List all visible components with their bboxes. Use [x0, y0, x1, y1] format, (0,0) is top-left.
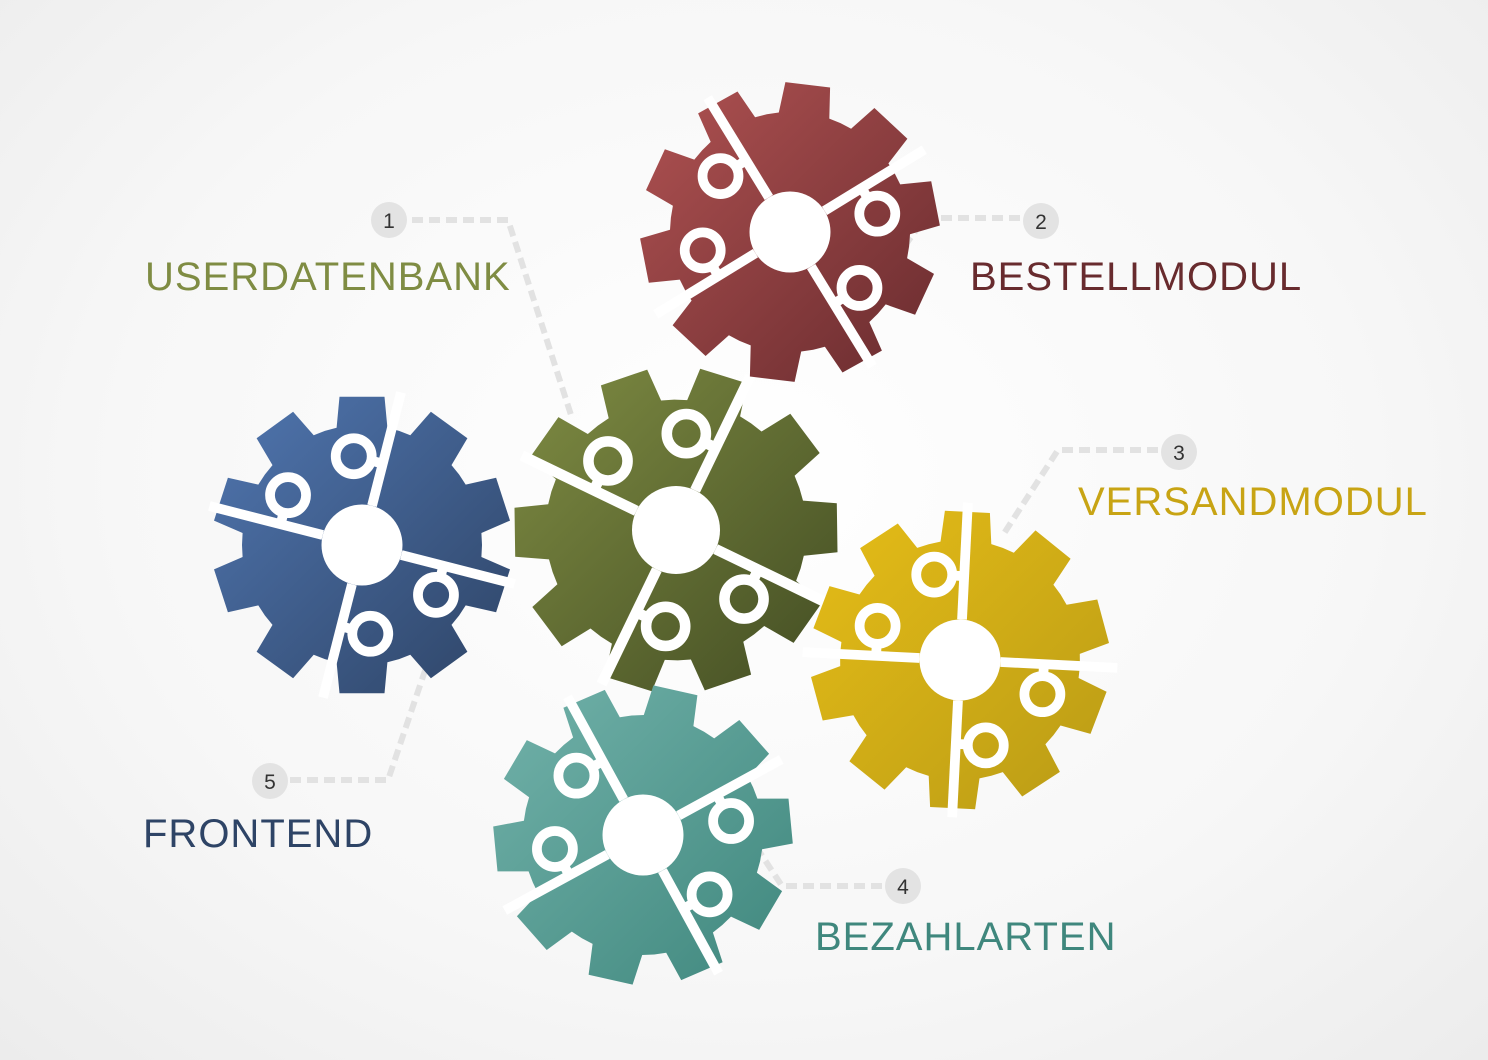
gear-hub: [749, 191, 831, 273]
gear-versandmodul: [802, 502, 1118, 818]
badge-3-number: 3: [1173, 442, 1185, 465]
badge-1-number: 1: [383, 210, 395, 233]
leader-line-5: [290, 649, 435, 783]
gear-hub: [631, 485, 721, 575]
badge-2: 2: [1023, 203, 1059, 239]
gear-hub: [919, 619, 1001, 701]
badge-4-number: 4: [897, 876, 909, 899]
label-userdatenbank: USERDATENBANK: [145, 255, 511, 299]
gear-userdatenbank: [514, 368, 838, 692]
leader-line-1: [412, 217, 575, 419]
badge-5-number: 5: [264, 771, 276, 794]
gear-bezahlarten: [493, 685, 793, 985]
badge-3: 3: [1161, 434, 1197, 470]
badge-1: 1: [371, 202, 407, 238]
badge-4: 4: [885, 868, 921, 904]
gear-hub: [602, 794, 684, 876]
gear-bestellmodul: [640, 82, 940, 382]
label-versandmodul: VERSANDMODUL: [1078, 480, 1428, 524]
gear-frontend: [208, 391, 516, 699]
label-bezahlarten: BEZAHLARTEN: [815, 915, 1116, 959]
badge-5: 5: [252, 763, 288, 799]
leader-line-4: [752, 843, 882, 889]
label-bestellmodul: BESTELLMODUL: [970, 255, 1302, 299]
label-frontend: FRONTEND: [143, 812, 373, 856]
badge-2-number: 2: [1035, 211, 1047, 234]
gear-hub: [321, 504, 403, 586]
